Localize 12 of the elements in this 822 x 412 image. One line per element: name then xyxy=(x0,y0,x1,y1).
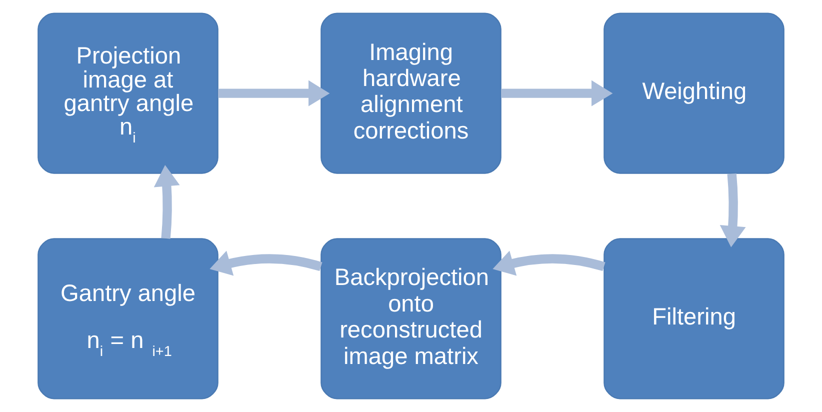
arrow xyxy=(154,165,180,239)
node-box: Gantry angle n$_{i}$ = n $_{i+1}$ xyxy=(38,238,218,400)
arrow xyxy=(492,250,606,276)
node-box: Projection image at gantry angle n$_{i}$ xyxy=(38,12,218,174)
node-box: Backprojection onto reconstructed image matrix xyxy=(320,238,502,400)
node-box: Imaging hardware alignment corrections xyxy=(320,12,502,174)
arrow xyxy=(218,80,330,106)
arrow xyxy=(501,80,613,106)
arrow xyxy=(210,250,322,276)
node-box: Filtering xyxy=(604,238,784,400)
node-box: Weighting xyxy=(604,12,784,174)
arrow xyxy=(720,173,746,248)
